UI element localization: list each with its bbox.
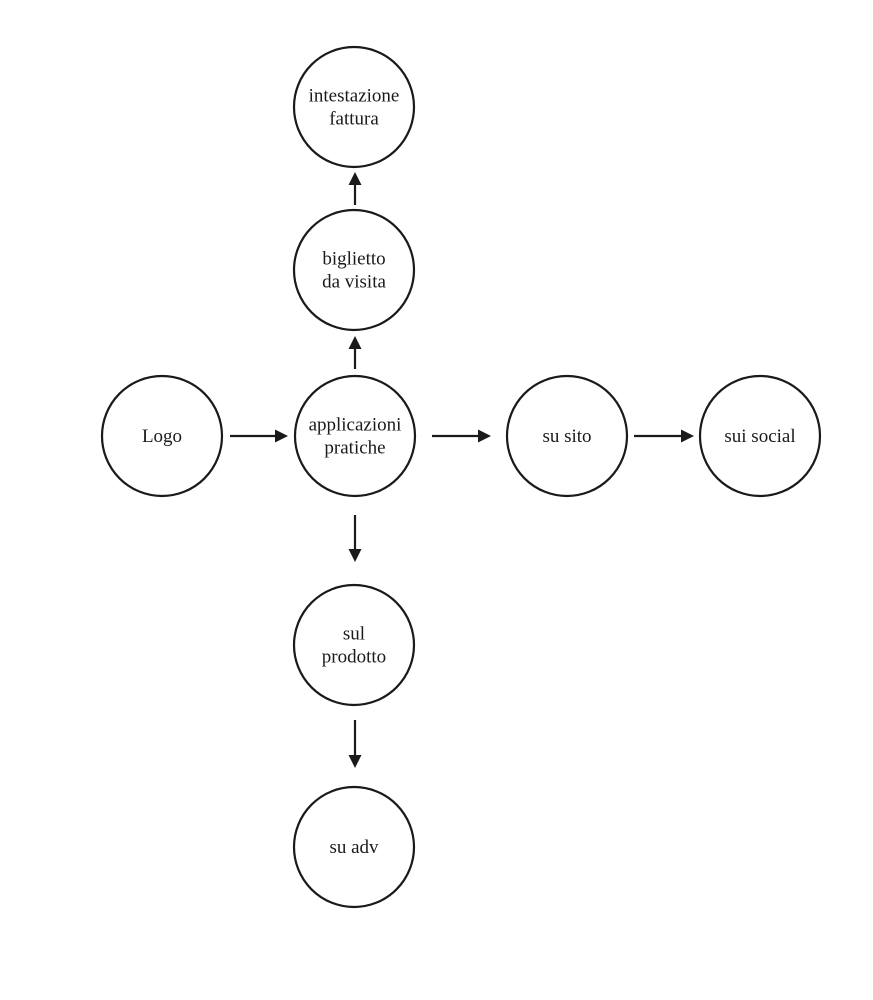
node-circle — [292, 208, 416, 332]
arrow-applicazioni-to-prodotto — [348, 515, 362, 562]
arrowhead — [478, 429, 491, 443]
arrowhead — [348, 336, 362, 349]
node-label: su adv — [329, 837, 379, 858]
arrow-biglietto-to-intestazione — [348, 172, 362, 205]
node-label: da visita — [322, 272, 386, 293]
node-circle — [292, 583, 416, 707]
node-label: Logo — [142, 426, 182, 447]
node-label: su sito — [542, 426, 591, 447]
arrow-sito-to-social — [634, 429, 694, 443]
node-circle — [505, 374, 629, 498]
node-label: intestazione — [309, 86, 400, 107]
node-circle — [293, 374, 417, 498]
node-label: sui social — [724, 426, 795, 447]
node-social: sui social — [698, 374, 822, 498]
node-circle — [292, 785, 416, 909]
node-label: prodotto — [322, 647, 386, 668]
arrow-prodotto-to-adv — [348, 720, 362, 768]
node-circle — [698, 374, 822, 498]
node-label: fattura — [329, 109, 379, 130]
arrowhead — [348, 172, 362, 185]
arrow-logo-to-applicazioni — [230, 429, 288, 443]
arrowhead — [348, 549, 362, 562]
node-label: sul — [343, 624, 365, 645]
node-circle — [100, 374, 224, 498]
arrowhead — [681, 429, 694, 443]
arrowhead — [348, 755, 362, 768]
arrow-applicazioni-to-biglietto — [348, 336, 362, 369]
node-adv: su adv — [292, 785, 416, 909]
node-sito: su sito — [505, 374, 629, 498]
arrowhead — [275, 429, 288, 443]
node-circle — [292, 45, 416, 169]
arrow-applicazioni-to-sito — [432, 429, 491, 443]
node-label: applicazioni — [309, 415, 402, 436]
edges-layer — [230, 172, 694, 768]
node-label: biglietto — [322, 249, 385, 270]
node-label: pratiche — [324, 438, 385, 459]
node-logo: Logo — [100, 374, 224, 498]
